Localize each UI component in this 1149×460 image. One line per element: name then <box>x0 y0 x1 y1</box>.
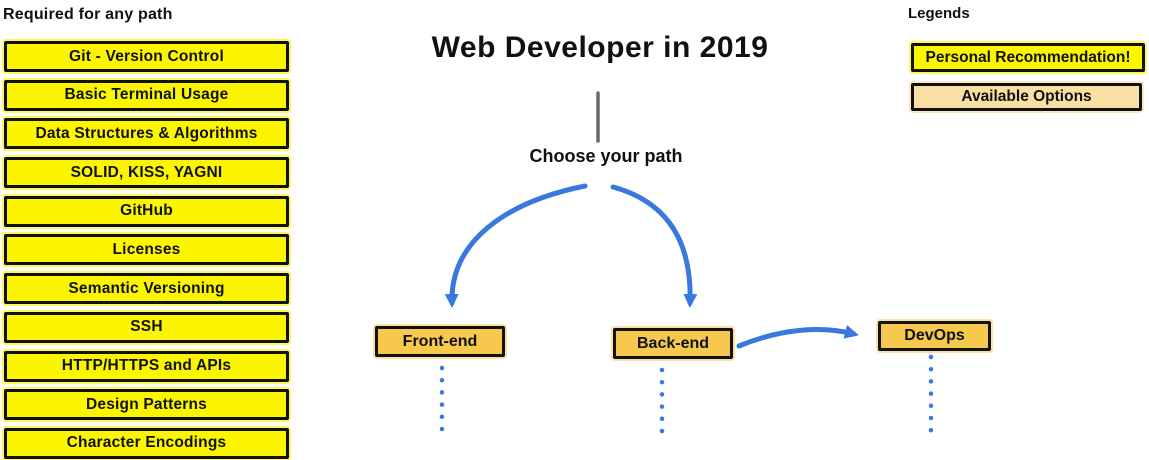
required-list: Git - Version Control Basic Terminal Usa… <box>4 41 289 459</box>
legend-available-options: Available Options <box>911 83 1142 111</box>
required-item: Licenses <box>4 234 289 266</box>
node-back-end-label: Back-end <box>636 334 710 352</box>
node-front-end-label: Front-end <box>402 332 478 350</box>
required-item: Semantic Versioning <box>4 273 289 305</box>
required-item: HTTP/HTTPS and APIs <box>4 350 289 382</box>
node-back-end[interactable]: Back-end <box>613 328 733 359</box>
required-item: GitHub <box>4 195 289 227</box>
node-devops[interactable]: DevOps <box>878 321 991 351</box>
node-front-end[interactable]: Front-end <box>375 326 505 357</box>
arrow-to-devops <box>736 325 859 349</box>
required-item: Basic Terminal Usage <box>4 79 289 111</box>
required-item: Git - Version Control <box>4 41 289 72</box>
legends-heading: Legends <box>908 5 970 22</box>
required-item: SSH <box>4 311 289 343</box>
required-heading: Required for any path <box>3 6 173 23</box>
node-devops-label: DevOps <box>904 327 965 344</box>
required-item: Character Encodings <box>4 427 289 459</box>
required-item: Data Structures & Algorithms <box>4 118 289 150</box>
choose-your-path-label: Choose your path <box>529 146 683 166</box>
required-item: Design Patterns <box>4 389 289 421</box>
required-item: SOLID, KISS, YAGNI <box>4 157 289 189</box>
legend-personal-recommendation: Personal Recommendation! <box>911 43 1145 72</box>
arrow-to-back-end <box>610 184 698 308</box>
page-title: Web Developer in 2019 <box>431 31 769 64</box>
legend-personal-recommendation-label: Personal Recommendation! <box>925 48 1131 66</box>
arrow-to-front-end <box>444 183 588 308</box>
legend-available-options-label: Available Options <box>961 88 1092 105</box>
